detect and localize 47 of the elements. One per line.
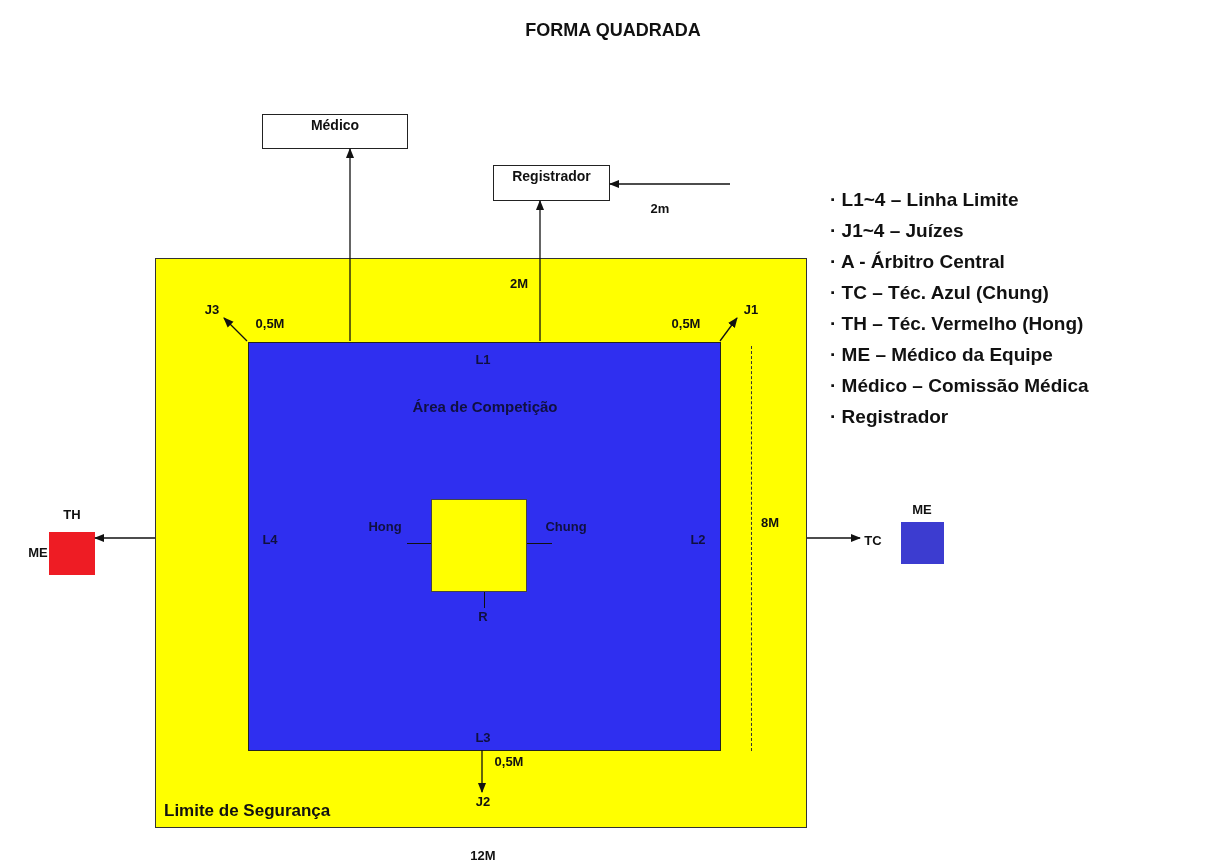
legend-text: · J1~4 – Juízes	[830, 219, 964, 243]
diagram-label: L4	[262, 531, 278, 550]
diagram-label: R	[478, 608, 488, 627]
node-label: Médico	[310, 116, 360, 135]
marker-label: TH	[63, 506, 81, 525]
diagram-label: 2M	[509, 275, 529, 294]
legend-text: · A - Árbitro Central	[830, 250, 1005, 274]
diagram-label: 8M	[760, 514, 780, 533]
diagram-label: L2	[690, 531, 706, 550]
legend-text: · TH – Téc. Vermelho (Hong)	[830, 312, 1084, 336]
marker-label: TC	[864, 532, 882, 551]
legend-text: · TC – Téc. Azul (Chung)	[830, 281, 1049, 305]
arrow	[345, 147, 355, 342]
diagram-label: 2m	[650, 200, 670, 219]
node-label: Registrador	[512, 167, 591, 186]
legend-text: · ME – Médico da Equipe	[830, 343, 1053, 367]
arrow	[608, 179, 731, 189]
diagram-label: 0,5M	[255, 315, 285, 334]
legend-text: · L1~4 – Linha Limite	[830, 188, 1019, 212]
diagram-label: 12M	[470, 847, 496, 866]
marker-label: ME	[28, 544, 48, 563]
center-square	[431, 499, 527, 592]
legend-text: · Registrador	[830, 405, 949, 429]
area-label: Área de Competição	[412, 396, 558, 417]
competition-area	[248, 342, 721, 751]
arrow	[719, 317, 738, 342]
arrow	[223, 317, 248, 342]
diagram-label: Chung	[545, 518, 587, 537]
diagram-label: 0,5M	[494, 753, 524, 772]
diagram-label: 0,5M	[671, 315, 701, 334]
label-box	[493, 165, 610, 201]
node-label: J3	[204, 301, 220, 320]
node-label: J1	[743, 301, 759, 320]
arrow	[93, 533, 156, 543]
node-label: J2	[475, 793, 491, 812]
title: FORMA QUADRADA	[525, 19, 701, 42]
safety-area	[155, 258, 807, 828]
diagram-label: L3	[475, 729, 491, 748]
label-box	[262, 114, 408, 149]
diagram-label: L1	[475, 351, 491, 370]
area-label: Limite de Segurança	[164, 800, 331, 823]
diagram-label: Hong	[368, 518, 402, 537]
arrow	[535, 199, 545, 342]
marker-label: ME	[912, 501, 932, 520]
arrow	[477, 749, 487, 794]
arrow	[806, 533, 862, 543]
legend-text: · Médico – Comissão Médica	[830, 374, 1089, 398]
